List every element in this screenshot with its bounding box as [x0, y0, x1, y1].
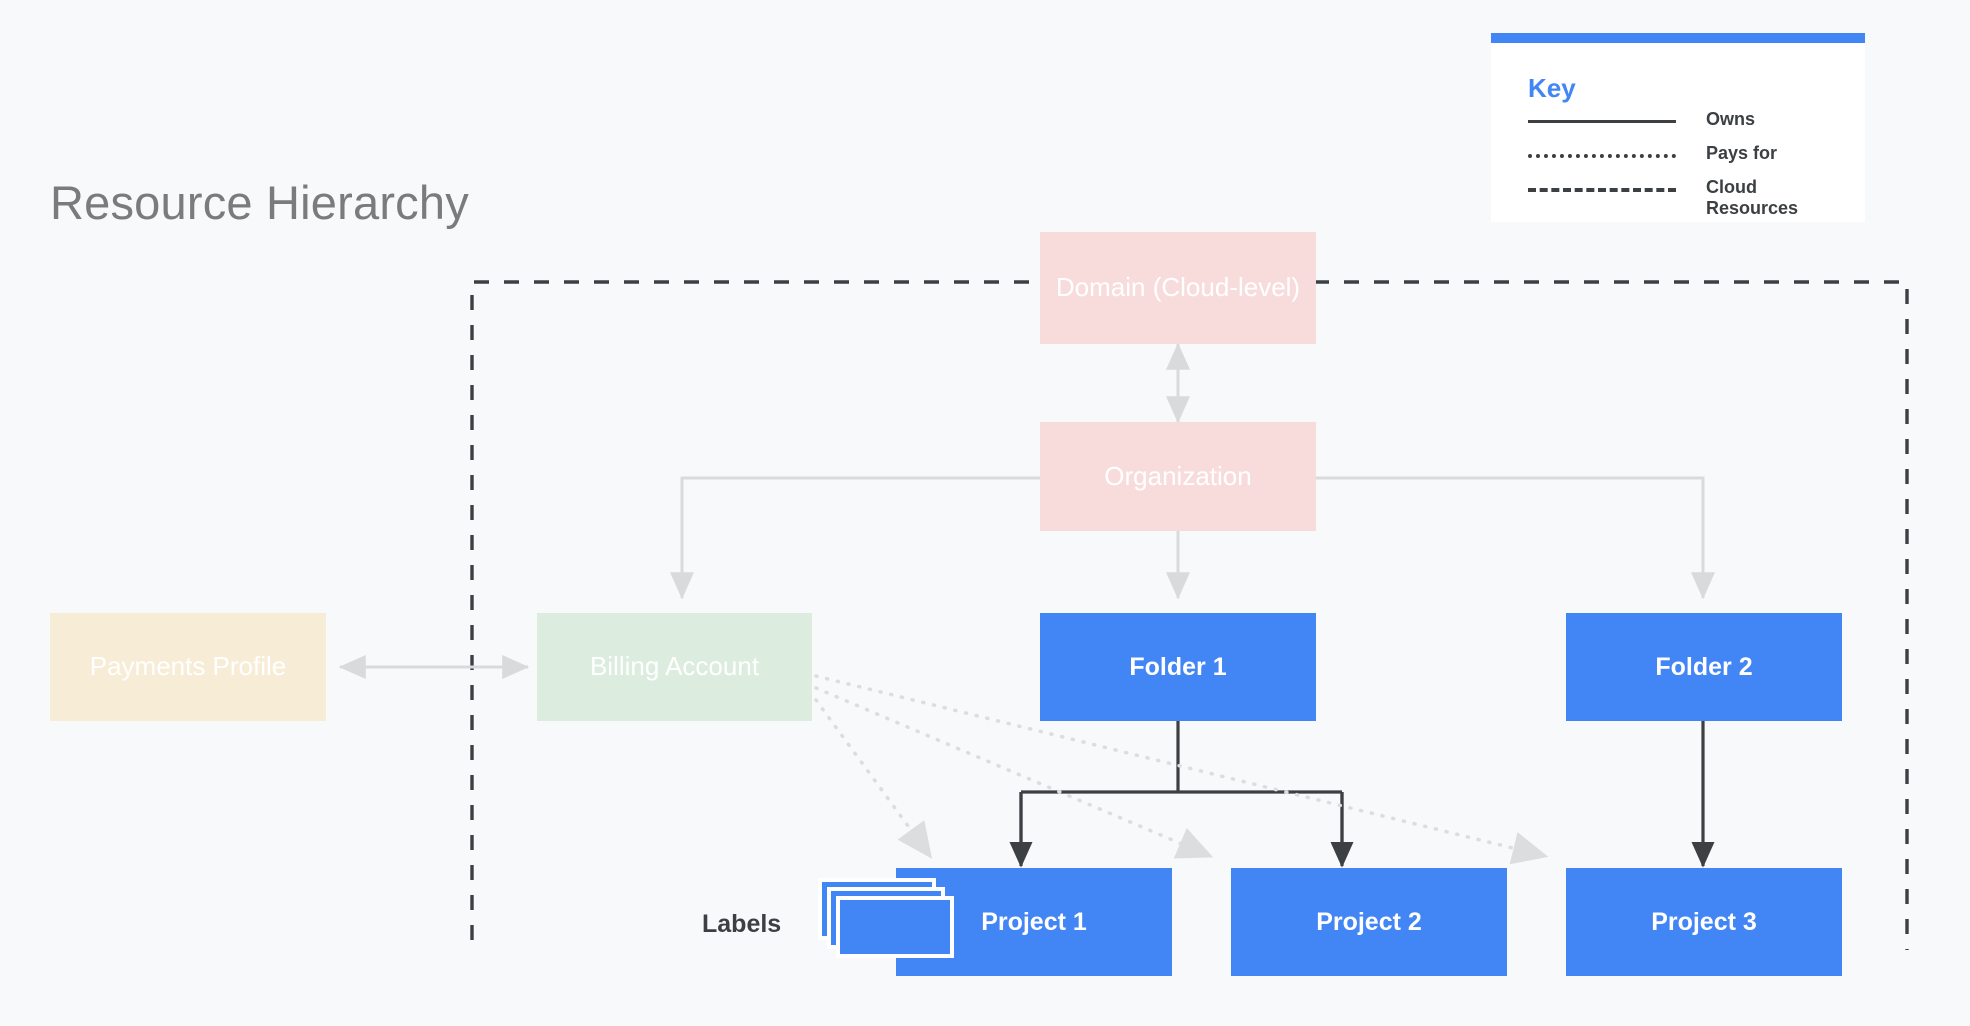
key-row-pays-for: Pays for	[1528, 143, 1868, 177]
node-organization[interactable]: Organization	[1040, 422, 1316, 531]
page-title: Resource Hierarchy	[50, 176, 469, 229]
key-title: Key	[1528, 73, 1576, 103]
node-domain-label: Domain (Cloud-level)	[1055, 272, 1301, 303]
labels-text: Labels	[702, 910, 782, 938]
key-rows: Owns Pays for Cloud Resources	[1528, 109, 1868, 218]
edge-organization-billing-account	[670, 476, 1040, 600]
labels-stack-icon[interactable]	[818, 878, 963, 960]
node-project3[interactable]: Project 3	[1566, 868, 1842, 976]
node-folder2[interactable]: Folder 2	[1566, 613, 1842, 721]
key-accent-bar	[1491, 33, 1865, 43]
key-label-pays-for: Pays for	[1706, 143, 1778, 163]
key-row-cloud-resources: Cloud Resources	[1528, 177, 1868, 218]
edge-folder1-projects	[1009, 720, 1354, 868]
solid-line-icon	[1528, 109, 1676, 131]
key-label-cloud-resources: Cloud Resources	[1706, 177, 1799, 218]
node-payments-profile-label: Payments Profile	[89, 651, 287, 682]
node-project2[interactable]: Project 2	[1231, 868, 1507, 976]
key-legend: Key Owns Pays for Cloud Resources	[1491, 33, 1865, 222]
node-billing-account-label: Billing Account	[589, 651, 760, 682]
dashed-line-icon	[1528, 177, 1676, 199]
key-row-owns: Owns	[1528, 109, 1868, 143]
node-folder2-label: Folder 2	[1655, 653, 1753, 681]
edge-organization-folder2	[1316, 476, 1715, 600]
node-billing-account[interactable]: Billing Account	[537, 613, 812, 721]
node-folder1-label: Folder 1	[1129, 653, 1227, 681]
node-domain[interactable]: Domain (Cloud-level)	[1040, 232, 1316, 344]
node-project2-label: Project 2	[1316, 908, 1422, 936]
node-project1[interactable]: Project 1	[896, 868, 1172, 976]
labels-card-front	[836, 896, 954, 958]
node-project3-label: Project 3	[1651, 908, 1757, 936]
node-folder1[interactable]: Folder 1	[1040, 613, 1316, 721]
dotted-line-icon	[1528, 143, 1676, 165]
node-payments-profile[interactable]: Payments Profile	[50, 613, 326, 721]
key-label-owns: Owns	[1706, 109, 1756, 129]
node-project1-label: Project 1	[981, 908, 1087, 936]
node-organization-label: Organization	[1104, 460, 1252, 491]
